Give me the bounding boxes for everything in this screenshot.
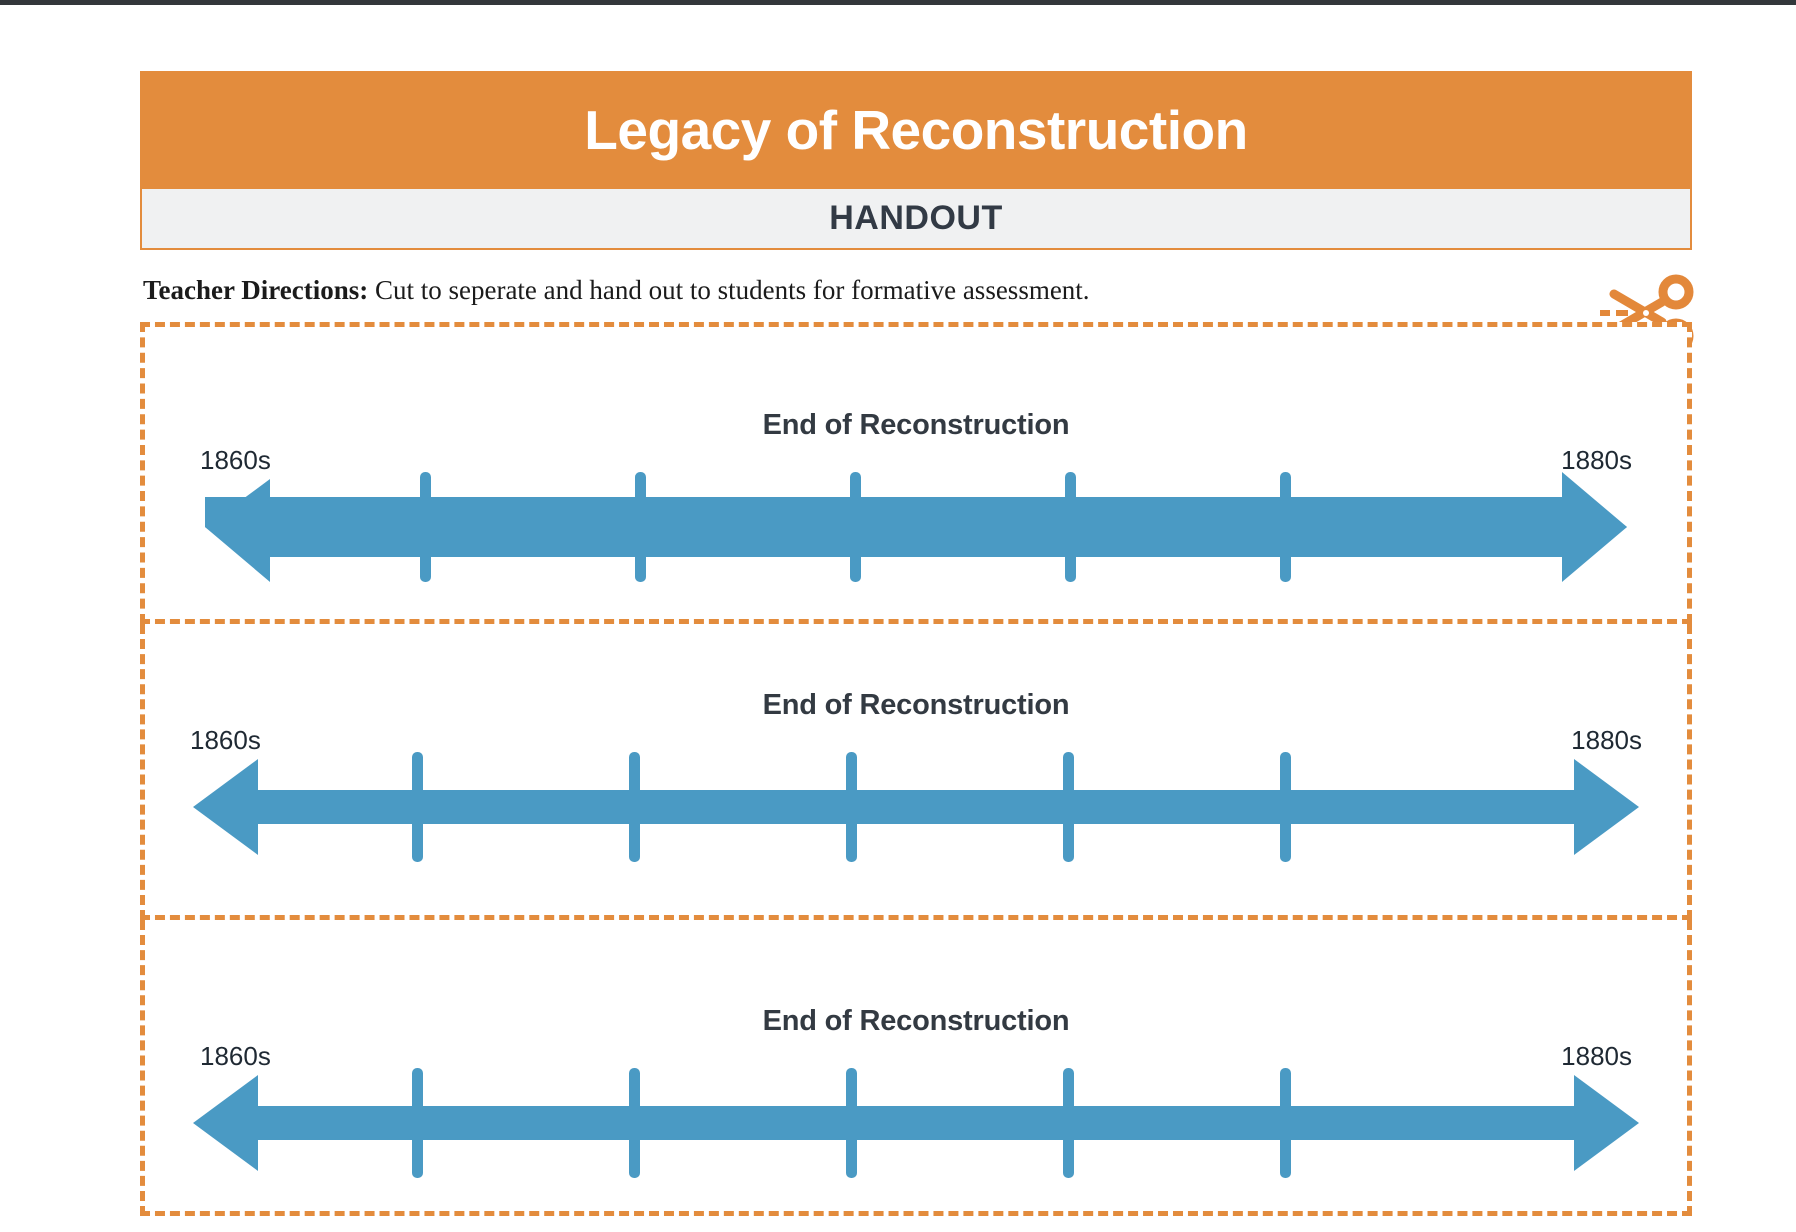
page-top-rule [0,0,1796,5]
timeline-right-label: 1880s [1571,725,1642,755]
timeline-axis [205,472,1627,582]
timeline-left-label: 1860s [190,725,261,755]
timeline-right-label: 1880s [1561,445,1632,475]
timeline-2: End of Reconstruction 1860s 1880s [145,624,1687,915]
teacher-directions: Teacher Directions: Cut to seperate and … [143,275,1090,306]
timeline-right-label: 1880s [1561,1041,1632,1071]
directions-lead: Teacher Directions: [143,275,369,305]
cut-sections: End of Reconstruction 1860s 1880s [140,322,1692,1216]
timeline-title: End of Reconstruction [762,409,1070,441]
timeline-1: End of Reconstruction 1860s 1880s [145,327,1687,619]
title-bar: Legacy of Reconstruction [140,71,1692,189]
timeline-axis [193,1068,1639,1178]
page-title: Legacy of Reconstruction [584,98,1248,161]
cut-section-3[interactable]: End of Reconstruction 1860s 1880s [140,920,1692,1216]
timeline-left-label: 1860s [200,445,271,475]
timeline-title: End of Reconstruction [762,1005,1070,1037]
timeline-3: End of Reconstruction 1860s 1880s [145,920,1687,1211]
cut-section-1[interactable]: End of Reconstruction 1860s 1880s [140,322,1692,624]
cut-section-2[interactable]: End of Reconstruction 1860s 1880s [140,624,1692,920]
timeline-title: End of Reconstruction [762,689,1070,721]
handout-label: HANDOUT [829,199,1003,237]
header: Legacy of Reconstruction HANDOUT [140,71,1692,250]
directions-body: Cut to seperate and hand out to students… [368,275,1090,305]
timeline-left-label: 1860s [200,1041,271,1071]
subtitle-bar: HANDOUT [140,189,1692,250]
timeline-axis [193,752,1639,862]
